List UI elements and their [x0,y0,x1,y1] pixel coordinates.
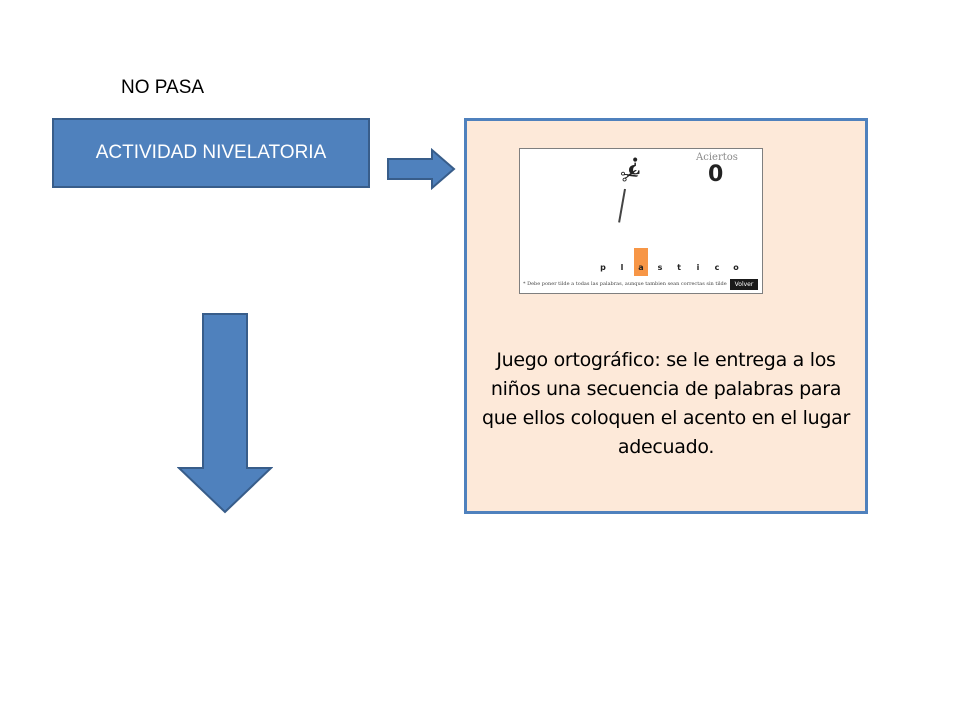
no-pasa-label: NO PASA [121,77,205,98]
aciertos-label: Aciertos [696,152,738,163]
word-letter[interactable]: t [677,263,681,272]
word-letter[interactable]: c [714,263,720,272]
word-letter[interactable]: l [620,263,624,272]
question-mark: ¿ [628,150,641,176]
needle-icon [618,188,626,223]
arrow-down-icon [177,313,273,514]
word-letter[interactable]: i [696,263,700,272]
aciertos-value: 0 [708,162,724,187]
activity-box: ACTIVIDAD NIVELATORIA [52,118,370,188]
description-text: Juego ortográfico: se le entrega a los n… [481,349,851,458]
word-letter[interactable]: o [733,263,739,272]
word-letter[interactable]: p [600,263,606,272]
word-letter[interactable]: a [634,248,648,276]
activity-label: ACTIVIDAD NIVELATORIA [95,142,327,163]
arrow-right-icon [387,148,456,190]
volver-button[interactable]: Volver [730,279,758,290]
instruction-note: * Debe poner tilde a todas las palabras,… [523,281,727,287]
word-letter[interactable]: s [657,263,663,272]
